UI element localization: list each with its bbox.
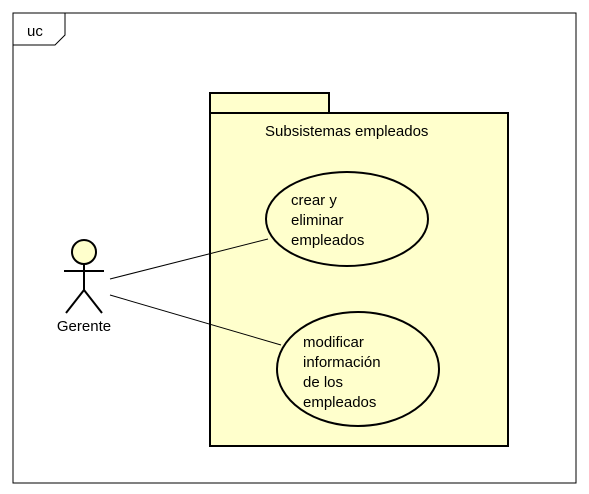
- use-case-label-line: empleados: [291, 232, 364, 249]
- use-case-label-line: eliminar: [291, 212, 344, 229]
- package-tab: [209, 92, 330, 114]
- use-case-label: modificar información de los empleados: [303, 334, 385, 411]
- frame-label: uc: [27, 23, 43, 40]
- actor-name: Gerente: [57, 318, 111, 335]
- actor-head: [71, 239, 97, 265]
- use-case-label: crear y eliminar empleados: [291, 192, 364, 249]
- actor-left-leg: [65, 289, 85, 314]
- use-case-ellipse: [276, 311, 440, 427]
- use-case-label-line: información: [303, 354, 381, 371]
- package-title: Subsistemas empleados: [265, 123, 428, 140]
- association-gerente-uc1[interactable]: [109, 238, 269, 280]
- frame-tab: [13, 13, 66, 46]
- use-case-label-line: modificar: [303, 334, 364, 351]
- use-case-label-line: crear y: [291, 192, 337, 209]
- use-case-label-line: empleados: [303, 394, 376, 411]
- use-case-ellipse: [265, 171, 429, 267]
- actor-gerente[interactable]: Gerente: [57, 239, 111, 335]
- use-case-label-line: de los: [303, 374, 343, 391]
- associations: [109, 238, 282, 346]
- use-case-crear-eliminar[interactable]: crear y eliminar empleados: [265, 171, 429, 267]
- actor-right-leg: [83, 289, 103, 314]
- association-gerente-uc2[interactable]: [109, 294, 282, 346]
- use-case-modificar[interactable]: modificar información de los empleados: [276, 311, 440, 427]
